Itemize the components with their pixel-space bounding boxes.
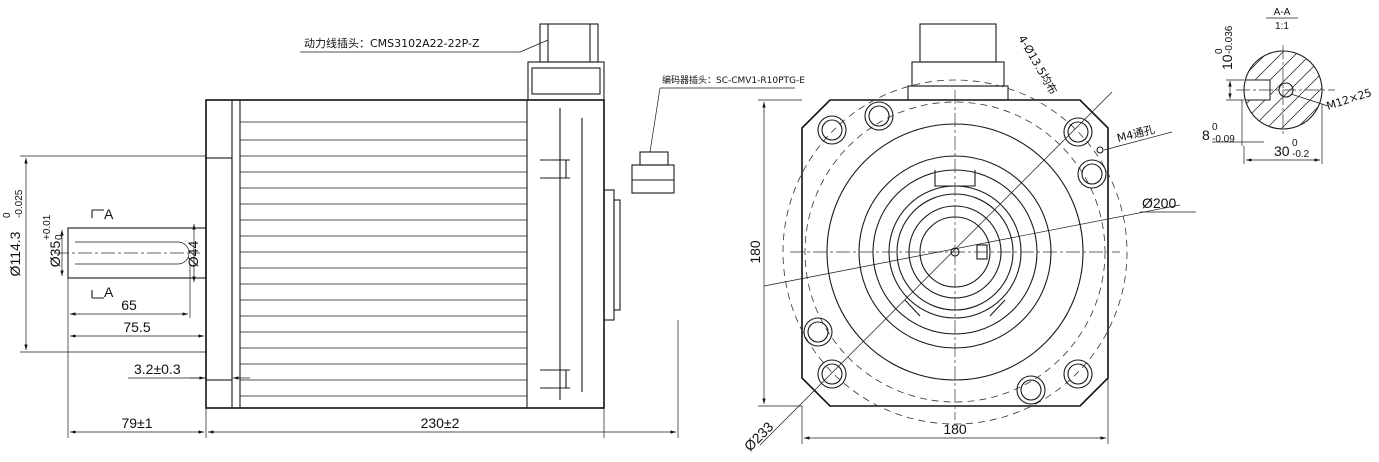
encoder-connector <box>631 151 675 194</box>
dim-key-depth: 30 <box>1274 143 1290 159</box>
mounting-holes <box>803 101 1107 405</box>
dim-key-width: 8 <box>1202 127 1210 143</box>
power-connector-label: 动力线插头：CMS3102A22-22P-Z <box>304 36 480 50</box>
encoder-connector-label: 编码器插头：SC-CMV1-R10PTG-E <box>662 74 805 86</box>
dim-flange-tol-upper: 0 <box>2 212 13 218</box>
dim-shaft-total: 79±1 <box>121 415 152 431</box>
dim-key-depth-tol-lower: -0.2 <box>1292 149 1310 160</box>
dim-flange-tol-lower: -0.025 <box>14 189 25 218</box>
dim-square-width: 180 <box>943 421 967 437</box>
dim-flange-diameter: Ø114.3 <box>7 231 23 276</box>
dim-key-width-tol-lower: -0.09 <box>1212 134 1235 145</box>
holes-label: 4-Ø13.5均布 <box>1015 33 1059 97</box>
rear-cover <box>603 189 615 321</box>
front-view: 180 180 Ø200 Ø233 4-Ø13.5均布 M4通孔 <box>741 23 1196 454</box>
svg-text:Ø114.3: Ø114.3 <box>7 231 23 276</box>
pcd-circle <box>804 101 1106 403</box>
dim-key-height-tol-upper: 0 <box>1214 48 1225 54</box>
dim-square-height: 180 <box>747 240 763 264</box>
section-title: A-A <box>1274 7 1291 18</box>
dim-key-width-tol-upper: 0 <box>1212 122 1218 133</box>
svg-text:Ø35: Ø35 <box>47 241 63 268</box>
dim-shaft-diameter: Ø35 <box>47 241 63 268</box>
front-flange <box>801 99 1109 407</box>
dim-flange-thickness: 3.2±0.3 <box>134 361 181 377</box>
section-scale: 1:1 <box>1275 21 1289 32</box>
side-view: A A <box>2 23 805 438</box>
dim-key-length: 65 <box>121 297 137 313</box>
dim-shaft-length: 75.5 <box>123 319 150 335</box>
dim-outer-circle: Ø233 <box>741 418 777 454</box>
flange-boss <box>205 157 233 381</box>
section-marker-top: A <box>104 206 114 222</box>
dim-body-length: 230±2 <box>421 415 460 431</box>
section-marker-bottom: A <box>104 284 114 300</box>
motor-body <box>205 99 605 409</box>
dim-pcd: Ø200 <box>1142 195 1176 211</box>
outer-dash-circle <box>782 79 1128 425</box>
front-top-connector <box>919 23 997 63</box>
dim-shaft-tol-upper: +0.01 <box>42 214 53 240</box>
encoder-housing <box>613 199 621 311</box>
power-connector <box>527 23 605 101</box>
dim-key-height: 10 <box>1219 54 1235 70</box>
cooling-fins <box>240 121 527 397</box>
section-aa: A-A 1:1 <box>1202 7 1373 164</box>
dim-key-depth-tol-upper: 0 <box>1292 138 1298 149</box>
dim-inner-diameter: Ø44 <box>185 241 201 268</box>
dim-key-height-tol-lower: -0.036 <box>1224 25 1235 54</box>
dim-shaft-tol-lower: 0 <box>54 234 65 240</box>
